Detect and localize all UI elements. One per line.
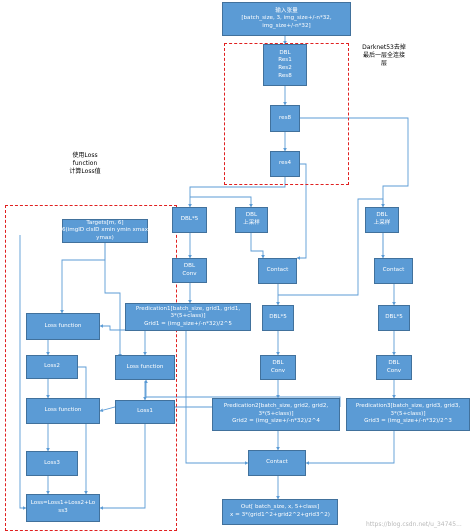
contact-b-label: Contact xyxy=(382,267,405,274)
loss-fn-2-label: Loss function xyxy=(126,363,164,370)
loss-note-line-2: function xyxy=(72,160,98,168)
output-node: Out[ batch_size, x, 5+class] x = 3*(grid… xyxy=(222,499,338,525)
dbl-conv-c-line-1: DBL xyxy=(388,359,400,366)
loss-note-line-1: 使用Loss xyxy=(72,152,98,159)
dbl-conv-b-line-1: DBL xyxy=(272,359,284,366)
pred1-line-1: Predication1[batch_size, grid1, grid1, xyxy=(135,305,241,312)
loss2-node: Loss2 xyxy=(26,355,78,379)
link-pred1-to-loss-fn-1 xyxy=(99,324,125,331)
targets-line-2: 6(imgID clsID xmin ymin xmax xyxy=(61,227,149,234)
loss-total-node: Loss=Loss1+Loss2+Lo ss3 xyxy=(26,494,100,522)
dbl-conv-node-a: DBL Conv xyxy=(172,258,207,283)
backbone-line-3: Res2 xyxy=(278,65,292,71)
link-up-a-to-contact-a xyxy=(250,233,265,259)
loss-function-node-1: Loss function xyxy=(26,313,100,340)
link-targets-to-loss-fn-2 xyxy=(104,243,122,358)
backbone-dbl-res-node: DBL Res1 Res2 Res8 xyxy=(263,44,307,86)
contact-a-label: Contact xyxy=(266,267,289,274)
dbl5-node-c: DBL*5 xyxy=(378,305,410,331)
pred1-line-3: Grid1 = (img_size+/-n*32)/2^5 xyxy=(144,320,232,327)
loss3-label: Loss3 xyxy=(44,459,60,466)
darknet-note-line-1: Darknet53去掉 xyxy=(362,44,406,51)
dbl5-c-label: DBL*5 xyxy=(385,314,403,321)
darknet53-dashed-region xyxy=(224,43,349,185)
input-line-3: img_size+/-n*32] xyxy=(262,22,311,29)
loss-total-line-2: ss3 xyxy=(58,508,68,514)
link-dbl5-a-to-up-a xyxy=(190,196,253,208)
loss-total-line-1: Loss=Loss1+Loss2+Lo xyxy=(30,500,96,507)
up-b-line-1: DBL xyxy=(376,212,388,219)
loss1-label: Loss1 xyxy=(137,408,153,415)
darknet53-note: Darknet53去掉 最后一层全连接 层 xyxy=(356,44,412,74)
contact-c-label: Contact xyxy=(266,459,288,466)
out-line-2: x = 3*(grid1^2+grid2^2+grid3^2) xyxy=(230,512,330,518)
dbl-conv-a-line-1: DBL xyxy=(183,262,196,269)
darknet-note-line-3: 层 xyxy=(380,60,387,68)
up-a-line-2: 上采样 xyxy=(243,220,260,226)
link-res4-to-contact-a xyxy=(296,163,307,260)
dbl-conv-node-c: DBL Conv xyxy=(376,355,412,380)
loss2-label: Loss2 xyxy=(44,363,60,370)
loss1-node: Loss1 xyxy=(115,400,175,424)
link-pred1-to-contact-c xyxy=(185,331,249,465)
contact-node-a: Contact xyxy=(258,258,297,284)
link-targets-to-total xyxy=(19,235,27,510)
up-b-line-2: 上采样 xyxy=(373,220,391,226)
loss-function-node-2: Loss function xyxy=(115,355,175,380)
prediction3-node: Predication3[batch_size, grid3, grid3, 3… xyxy=(346,398,470,431)
link-pred3-to-loss-fn-2 xyxy=(144,379,341,407)
res4-label: res4 xyxy=(278,160,292,167)
link-dbl5-b-to-up-b xyxy=(278,198,385,296)
targets-node: Targets[m, 6] 6(imgID clsID xmin ymin xm… xyxy=(62,219,148,243)
dbl-upsample-node-a: DBL 上采样 xyxy=(235,207,268,233)
dbl-conv-b-line-2: Conv xyxy=(270,367,286,374)
dbl-conv-c-line-2: Conv xyxy=(386,367,402,374)
backbone-line-2: Res1 xyxy=(278,57,292,64)
link-loss1-to-total xyxy=(99,424,146,510)
res8-node: res8 xyxy=(270,105,300,132)
up-a-line-1: DBL xyxy=(245,212,258,219)
prediction1-node: Predication1[batch_size, grid1, grid1, 3… xyxy=(125,303,251,331)
dbl5-a-label: DBL*5 xyxy=(180,216,199,223)
pred2-line-2: 3*(5+class)] xyxy=(258,410,294,417)
pred3-line-3: Grid3 = (img_size+/-n*32)/2^3 xyxy=(364,418,452,425)
pred3-line-1: Predication3[batch_size, grid3, grid3, xyxy=(355,403,461,410)
pred2-line-1: Predication2[batch_size, grid2, grid2, xyxy=(223,403,329,410)
pred3-line-2: 3*(5+class)] xyxy=(390,410,426,417)
targets-line-1: Targets[m, 6] xyxy=(86,219,124,226)
loss-function-node-3: Loss function xyxy=(26,398,100,424)
contact-node-b: Contact xyxy=(374,258,413,284)
link-loss2-to-total xyxy=(78,366,88,495)
input-tensor-node: 输入张量 [batch_size, 3, img_size+/-n*32, im… xyxy=(222,2,351,36)
prediction2-node: Predication2[batch_size, grid2, grid2, 3… xyxy=(212,398,340,431)
pred2-line-3: Grid2 = (img_size+/-n*32)/2^4 xyxy=(232,418,320,425)
res4-node: res4 xyxy=(270,151,300,177)
dbl5-b-label: DBL*5 xyxy=(269,314,287,321)
dbl5-node-a: DBL*5 xyxy=(172,207,207,233)
contact-node-c: Contact xyxy=(248,450,306,476)
watermark-text: https://blog.csdn.net/u_34745... xyxy=(366,521,462,528)
darknet-note-line-2: 最后一层全连接 xyxy=(362,52,405,60)
pred1-line-2: 3*(5+class)] xyxy=(170,313,206,320)
loss3-node: Loss3 xyxy=(26,451,78,476)
loss-fn-3-label: Loss function xyxy=(44,407,82,414)
dbl-conv-a-line-2: Conv xyxy=(182,270,197,277)
out-line-1: Out[ batch_size, x, 5+class] xyxy=(240,504,320,511)
backbone-line-4: Res8 xyxy=(278,72,292,79)
input-line-1: 输入张量 xyxy=(275,7,298,14)
loss-calc-note: 使用Loss function 计算Loss值 xyxy=(64,152,106,179)
input-line-2: [batch_size, 3, img_size+/-n*32, xyxy=(241,15,332,22)
targets-line-3: ymax) xyxy=(96,234,114,241)
res8-label: res8 xyxy=(278,114,292,121)
dbl-conv-node-b: DBL Conv xyxy=(260,355,296,380)
loss-fn-1-label: Loss function xyxy=(44,322,82,329)
dbl5-node-b: DBL*5 xyxy=(262,305,294,331)
link-pred3-to-contact-c xyxy=(305,431,395,465)
loss-note-line-3: 计算Loss值 xyxy=(69,168,101,176)
backbone-line-1: DBL xyxy=(279,49,291,56)
dbl-upsample-node-b: DBL 上采样 xyxy=(365,207,399,233)
